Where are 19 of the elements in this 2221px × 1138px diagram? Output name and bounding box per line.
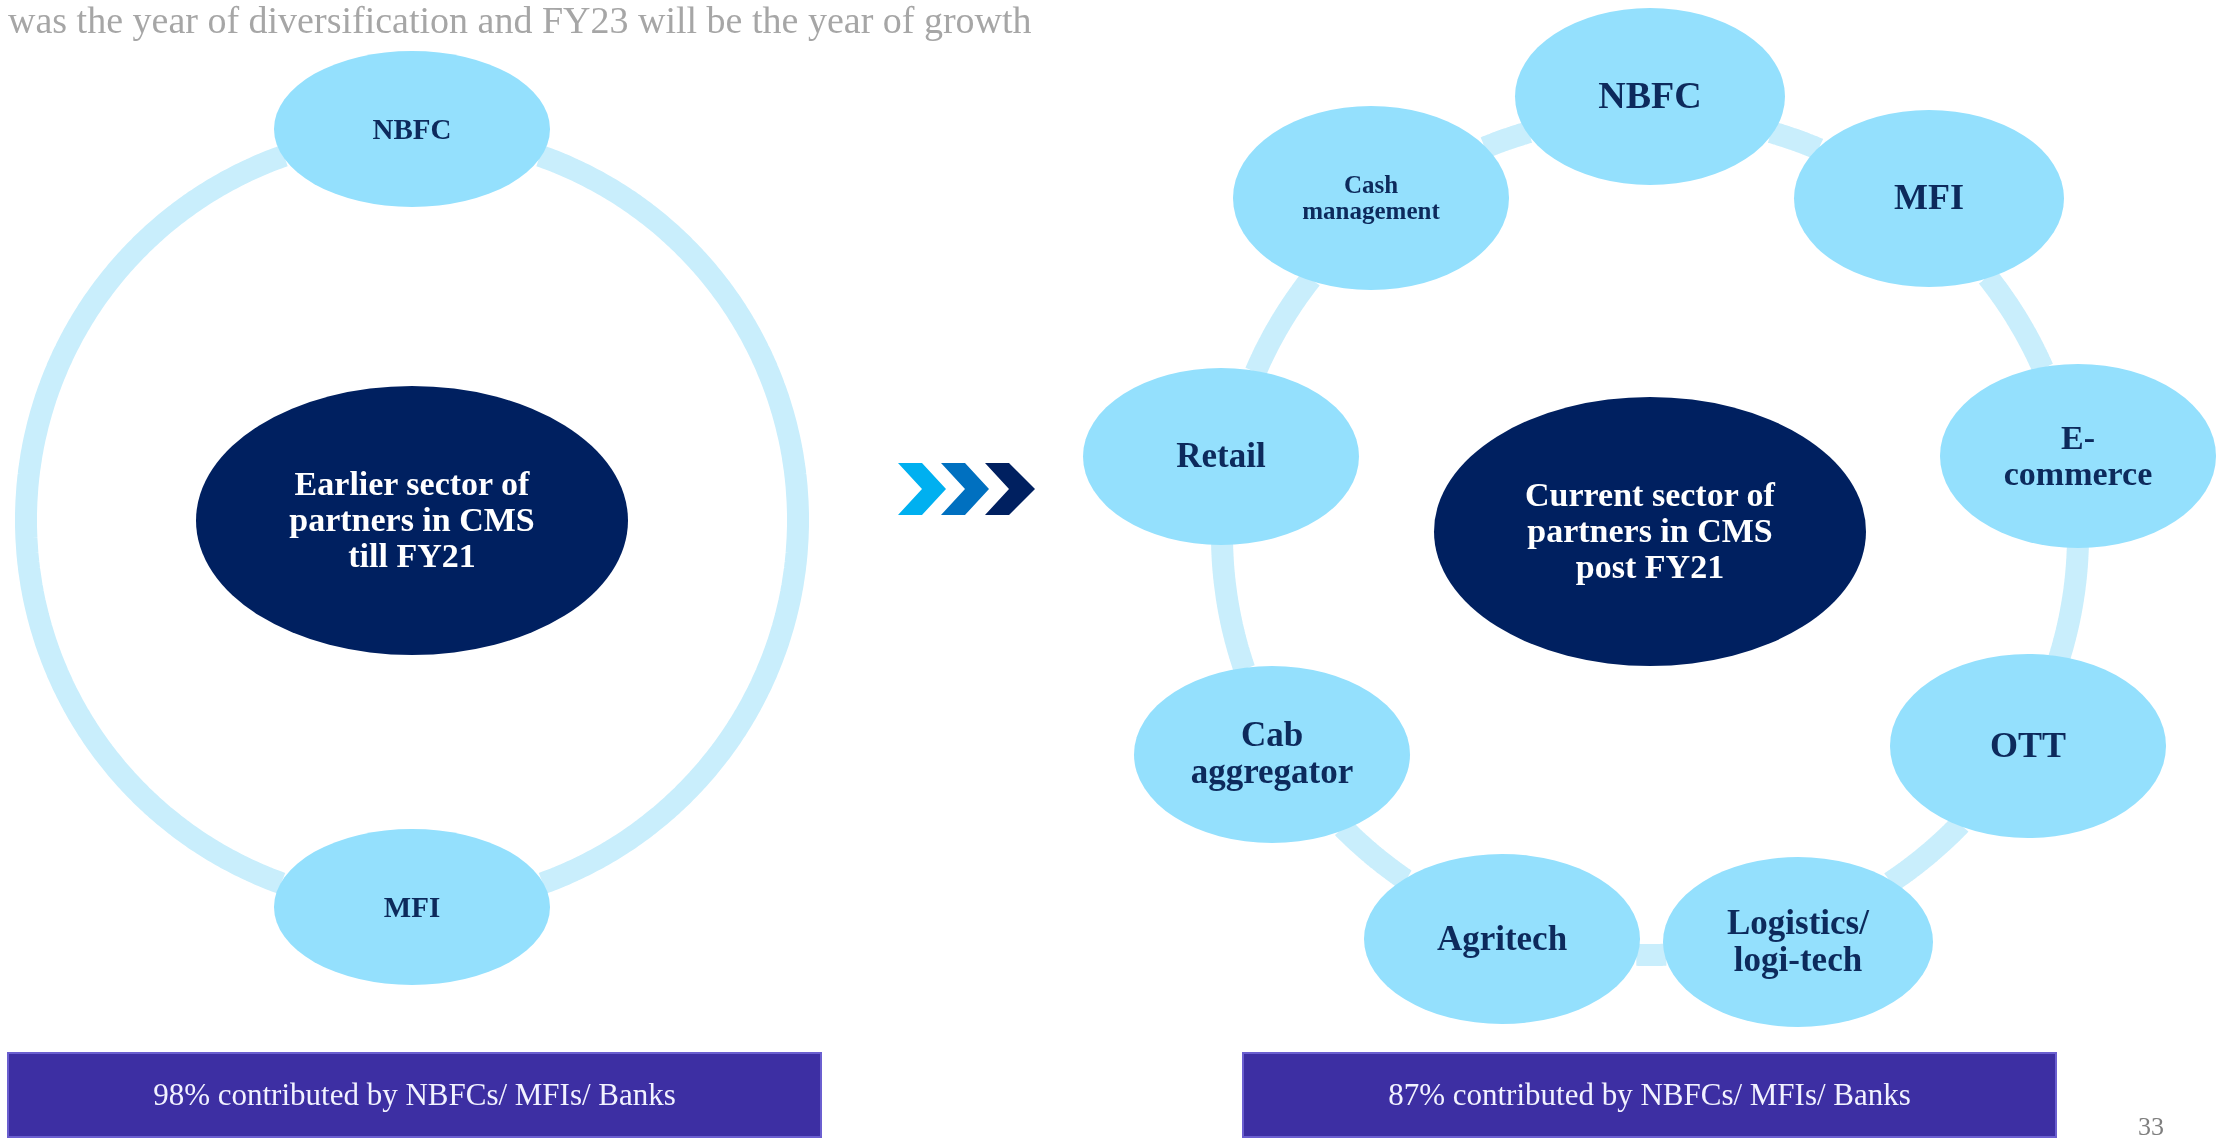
bar-text: 98% contributed by NBFCs/ MFIs/ Banks	[153, 1078, 676, 1112]
node-label: Cab aggregator	[1189, 717, 1355, 791]
node-label: Retail	[1176, 437, 1266, 475]
slide-heading: was the year of diversification and FY23 will be the year of growth	[8, 0, 1032, 42]
node-label: Cash management	[1301, 171, 1441, 225]
node-label: Earlier sector of partners in CMS till FY21	[288, 466, 536, 574]
node-label: MFI	[1894, 179, 1964, 217]
bar-text: 87% contributed by NBFCs/ MFIs/ Banks	[1388, 1078, 1911, 1112]
node-label: NBFC	[1598, 76, 1702, 116]
node-label: Agritech	[1436, 920, 1568, 958]
node-label: E-commerce	[2002, 420, 2154, 492]
node-label: Current sector of partners in CMS post FY21	[1524, 477, 1777, 585]
node-label: NBFC	[372, 113, 452, 145]
node-label: MFI	[383, 891, 441, 923]
caption-bar	[1242, 1052, 2057, 1138]
caption-bar	[7, 1052, 822, 1138]
page-number: 33	[2138, 1112, 2164, 1138]
node-label: OTT	[1990, 727, 2066, 765]
node-label: Logistics/ logi-tech	[1726, 905, 1871, 979]
